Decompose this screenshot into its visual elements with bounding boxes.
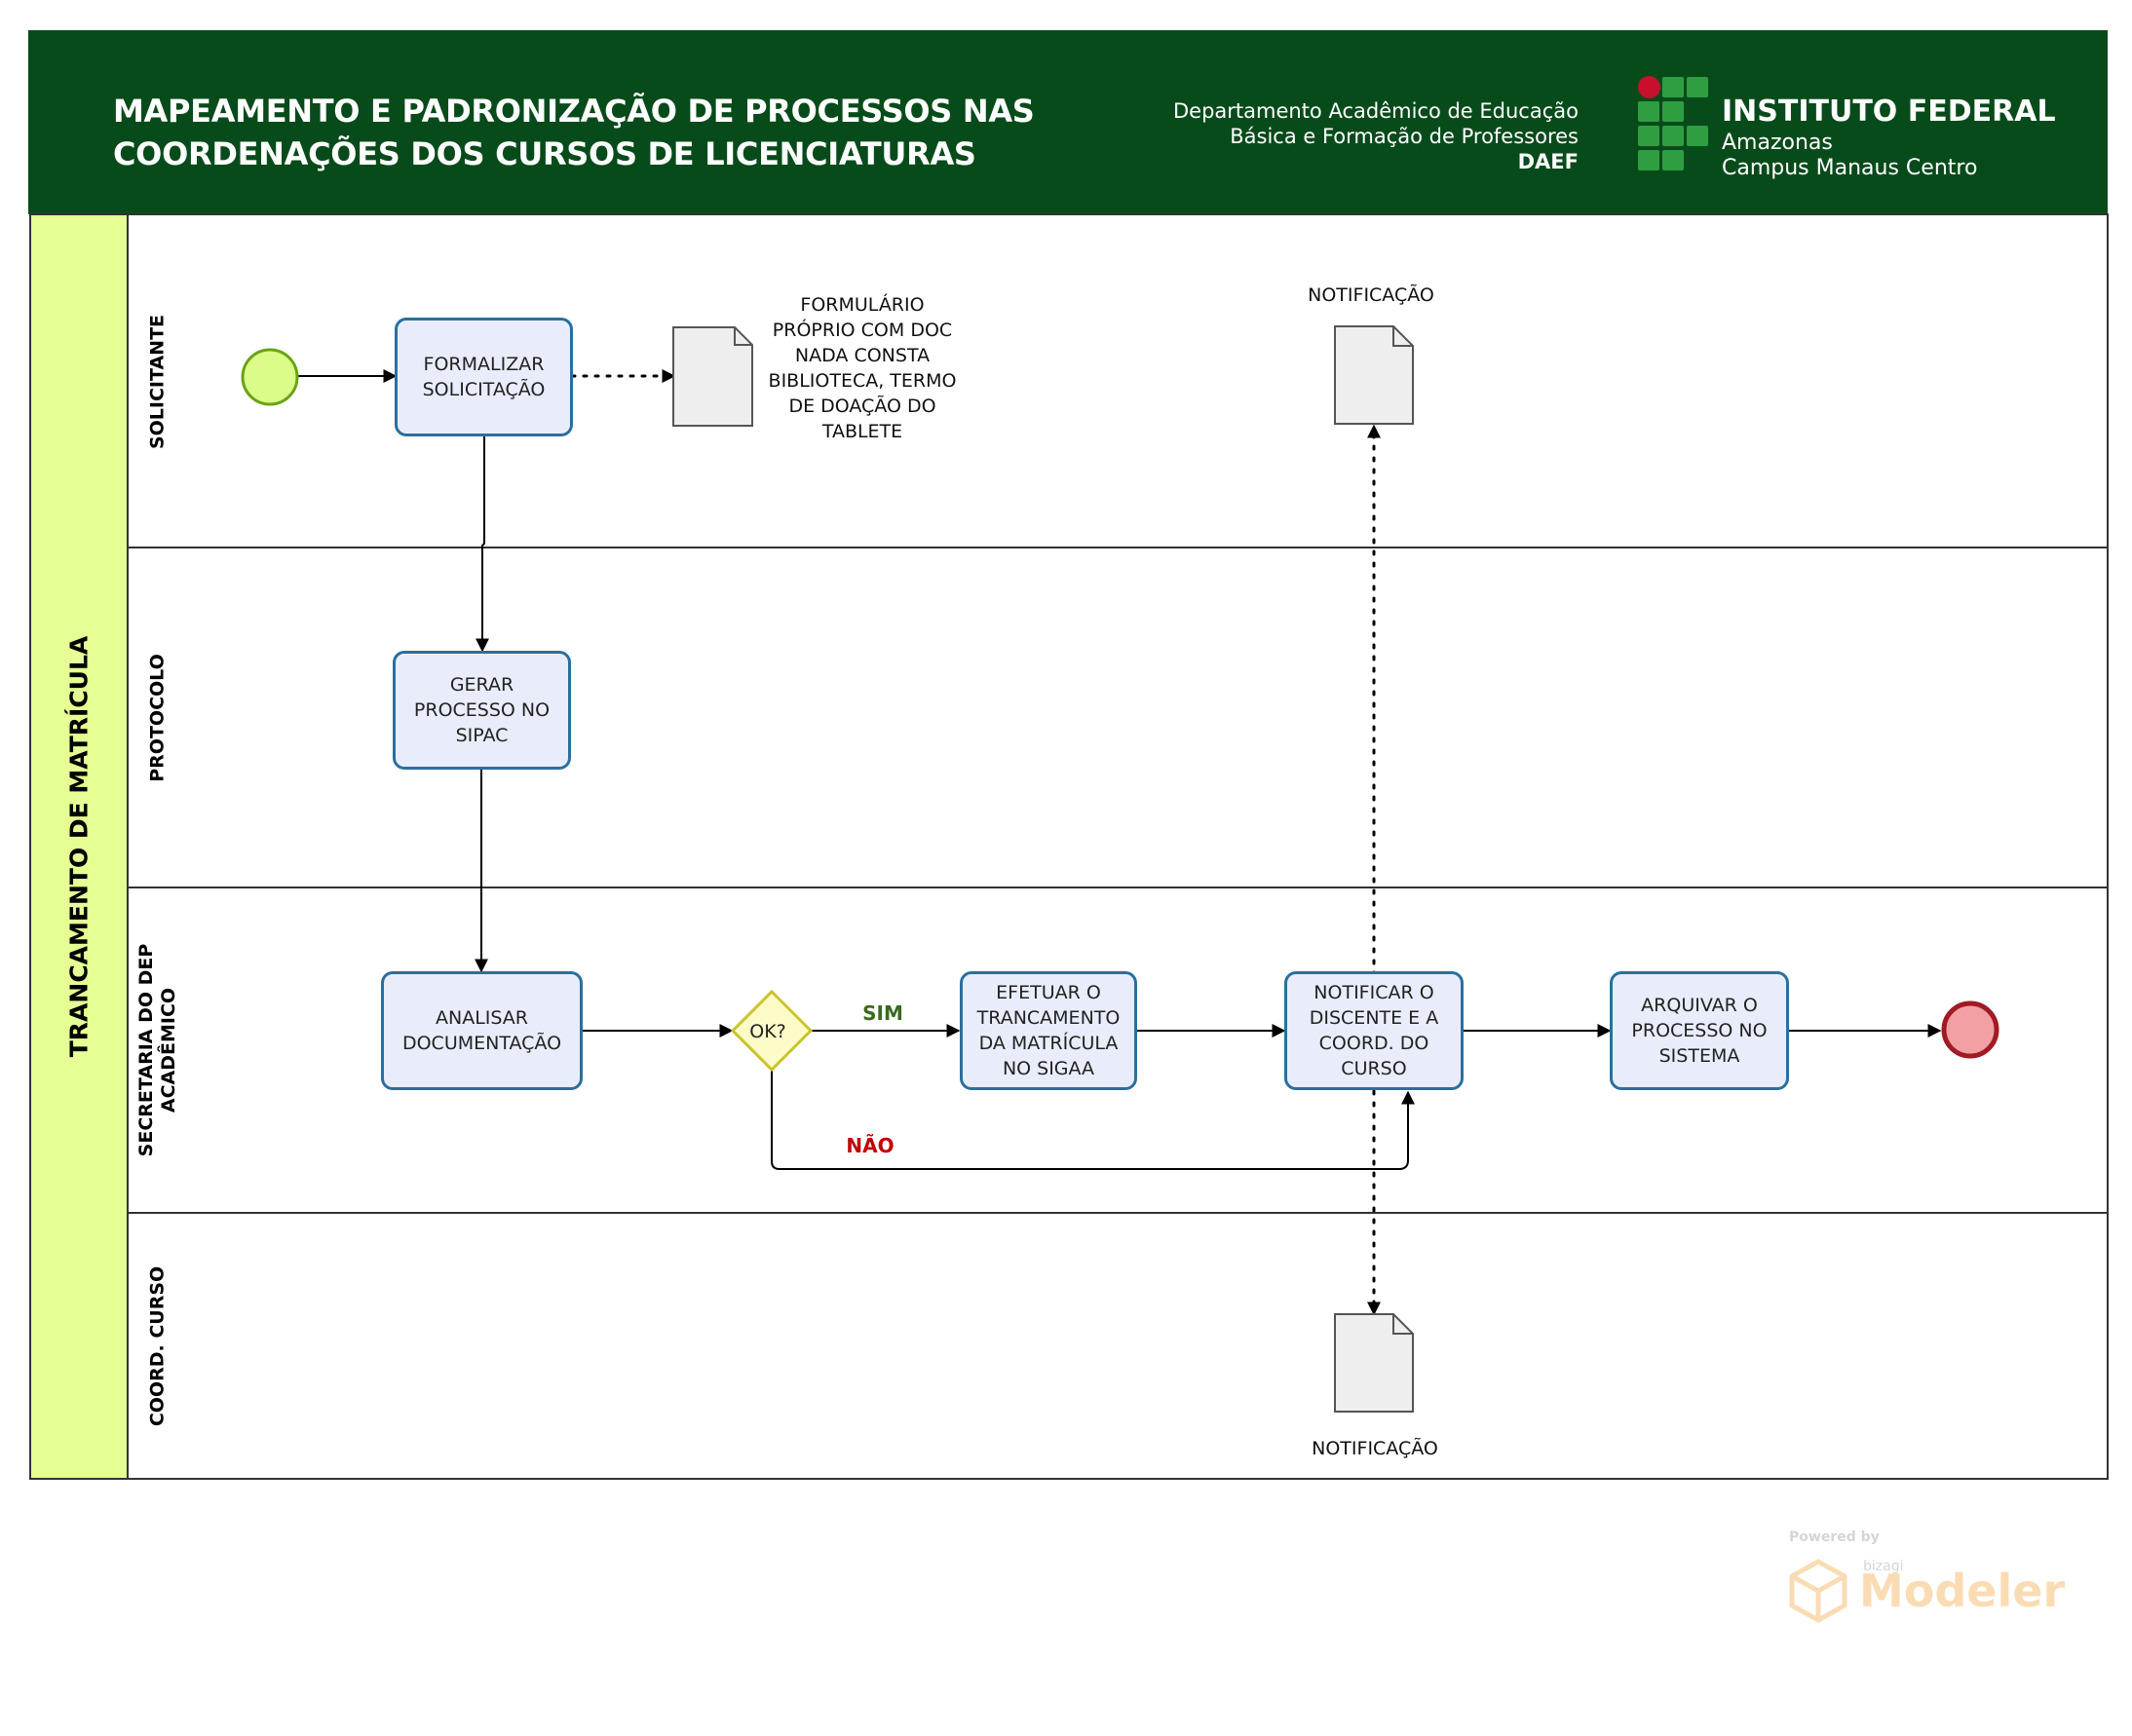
lane-title-secretaria: SECRETARIA DO DEP ACADÊMICO xyxy=(135,944,180,1157)
task-arquivar-processo[interactable]: ARQUIVAR O PROCESSO NO SISTEMA xyxy=(1610,971,1789,1090)
task-text: DOCUMENTAÇÃO xyxy=(401,1033,562,1054)
document-notificacao-bottom-label: NOTIFICAÇÃO xyxy=(1312,1436,1438,1461)
task-text: PROCESSO NO xyxy=(1631,1020,1768,1041)
task-text: CURSO xyxy=(1341,1058,1407,1079)
task-text: GERAR xyxy=(449,674,514,696)
task-text: SISTEMA xyxy=(1658,1045,1740,1067)
document-fold xyxy=(1392,1314,1413,1335)
doc-text: NOTIFICAÇÃO xyxy=(1312,1438,1438,1459)
department-info: Departamento Acadêmico de Educação Básic… xyxy=(1173,98,1579,174)
doc-text: NADA CONSTA xyxy=(794,345,931,366)
doc-text: BIBLIOTECA, TERMO xyxy=(768,370,957,392)
lane-title-solicitante: SOLICITANTE xyxy=(147,315,170,449)
task-text: NOTIFICAR O xyxy=(1313,982,1434,1003)
task-text: EFETUAR O xyxy=(996,982,1101,1003)
task-text: ANALISAR xyxy=(435,1007,528,1029)
task-gerar-processo[interactable]: GERAR PROCESSO NO SIPAC xyxy=(393,651,571,770)
doc-text: PRÓPRIO COM DOC xyxy=(772,320,953,341)
flow-formalizar-to-gerar xyxy=(476,435,489,653)
task-text: FORMALIZAR xyxy=(423,354,545,375)
task-text: COORD. DO xyxy=(1318,1033,1429,1054)
document-notificacao-top-icon xyxy=(1334,325,1414,425)
task-text: DA MATRÍCULA xyxy=(978,1033,1119,1054)
lane-title-coord: COORD. CURSO xyxy=(147,1266,170,1426)
task-text: ARQUIVAR O xyxy=(1641,995,1758,1016)
lane-label: ACADÊMICO xyxy=(158,987,179,1113)
gateway-label: OK? xyxy=(749,1021,786,1042)
title-line-2: COORDENAÇÕES DOS CURSOS DE LICENCIATURAS xyxy=(113,135,976,172)
institute-logo-icon xyxy=(1638,76,1708,173)
document-fold xyxy=(734,327,752,346)
task-analisar-documentacao[interactable]: ANALISAR DOCUMENTAÇÃO xyxy=(381,971,583,1090)
lane-label: SOLICITANTE xyxy=(146,314,169,450)
logo-square xyxy=(1638,126,1659,146)
task-text: SOLICITAÇÃO xyxy=(422,379,546,400)
logo-square xyxy=(1662,126,1684,146)
task-formalizar-solicitacao[interactable]: FORMALIZAR SOLICITAÇÃO xyxy=(395,318,573,436)
logo-square xyxy=(1638,101,1659,122)
watermark-product: Modeler xyxy=(1859,1565,2066,1617)
task-text: TRANCAMENTO xyxy=(976,1007,1121,1029)
document-formulario-label: FORMULÁRIO PRÓPRIO COM DOC NADA CONSTA B… xyxy=(769,292,957,444)
task-text: DISCENTE E A xyxy=(1309,1007,1439,1029)
task-notificar-discente[interactable]: NOTIFICAR O DISCENTE E A COORD. DO CURSO xyxy=(1284,971,1464,1090)
page-title: MAPEAMENTO E PADRONIZAÇÃO DE PROCESSOS N… xyxy=(113,90,1087,175)
document-notificacao-top-label: NOTIFICAÇÃO xyxy=(1308,283,1434,308)
task-efetuar-trancamento[interactable]: EFETUAR O TRANCAMENTO DA MATRÍCULA NO SIGAA xyxy=(960,971,1137,1090)
document-formulario-icon xyxy=(672,326,753,427)
logo-square xyxy=(1662,77,1684,97)
lane-label: PROTOCOLO xyxy=(146,654,169,782)
doc-text: FORMULÁRIO xyxy=(800,294,925,316)
logo-square xyxy=(1662,150,1684,170)
lane-label: COORD. CURSO xyxy=(146,1265,169,1427)
task-text: NO SIGAA xyxy=(1002,1058,1095,1079)
watermark-powered-by: Powered by xyxy=(1789,1529,1880,1545)
department-line-2: Básica e Formação de Professores xyxy=(1230,125,1579,148)
end-event xyxy=(1941,1000,1999,1059)
title-line-1: MAPEAMENTO E PADRONIZAÇÃO DE PROCESSOS N… xyxy=(113,93,1035,130)
document-fold xyxy=(1392,326,1413,347)
doc-text: DE DOAÇÃO DO xyxy=(788,396,936,417)
pool-header-band xyxy=(30,214,128,1479)
institute-name: INSTITUTO FEDERAL xyxy=(1722,94,2056,129)
department-line-1: Departamento Acadêmico de Educação xyxy=(1172,99,1579,123)
institute-name-block: INSTITUTO FEDERAL Amazonas Campus Manaus… xyxy=(1722,94,2056,181)
watermark-brand: bizagi xyxy=(1863,1559,1904,1574)
flow-nao xyxy=(771,1070,1415,1170)
institute-state: Amazonas xyxy=(1722,131,1833,155)
logo-red-dot xyxy=(1638,76,1660,98)
flow-label-nao: NÃO xyxy=(846,1134,895,1157)
doc-text: TABLETE xyxy=(821,421,903,442)
task-text: PROCESSO NO xyxy=(413,699,551,721)
start-event xyxy=(241,348,299,406)
lane-title-protocolo: PROTOCOLO xyxy=(147,654,170,782)
gateway-diamond xyxy=(730,989,814,1073)
document-notificacao-bottom-icon xyxy=(1334,1313,1414,1413)
logo-square xyxy=(1687,126,1708,146)
logo-square xyxy=(1638,150,1659,170)
doc-text: NOTIFICAÇÃO xyxy=(1308,284,1434,306)
institute-campus: Campus Manaus Centro xyxy=(1722,156,1978,180)
pool-title: TRANCAMENTO DE MATRÍCULA xyxy=(64,635,94,1058)
logo-square xyxy=(1687,77,1708,97)
department-abbreviation: DAEF xyxy=(1517,150,1579,173)
logo-square xyxy=(1662,101,1684,122)
task-text: SIPAC xyxy=(455,725,509,746)
pool-border xyxy=(29,213,2109,1480)
flow-label-sim: SIM xyxy=(862,1001,903,1025)
header-banner xyxy=(28,30,2108,214)
modeler-cube-icon xyxy=(1789,1559,1847,1623)
lane-label: SECRETARIA DO DEP xyxy=(135,943,157,1157)
